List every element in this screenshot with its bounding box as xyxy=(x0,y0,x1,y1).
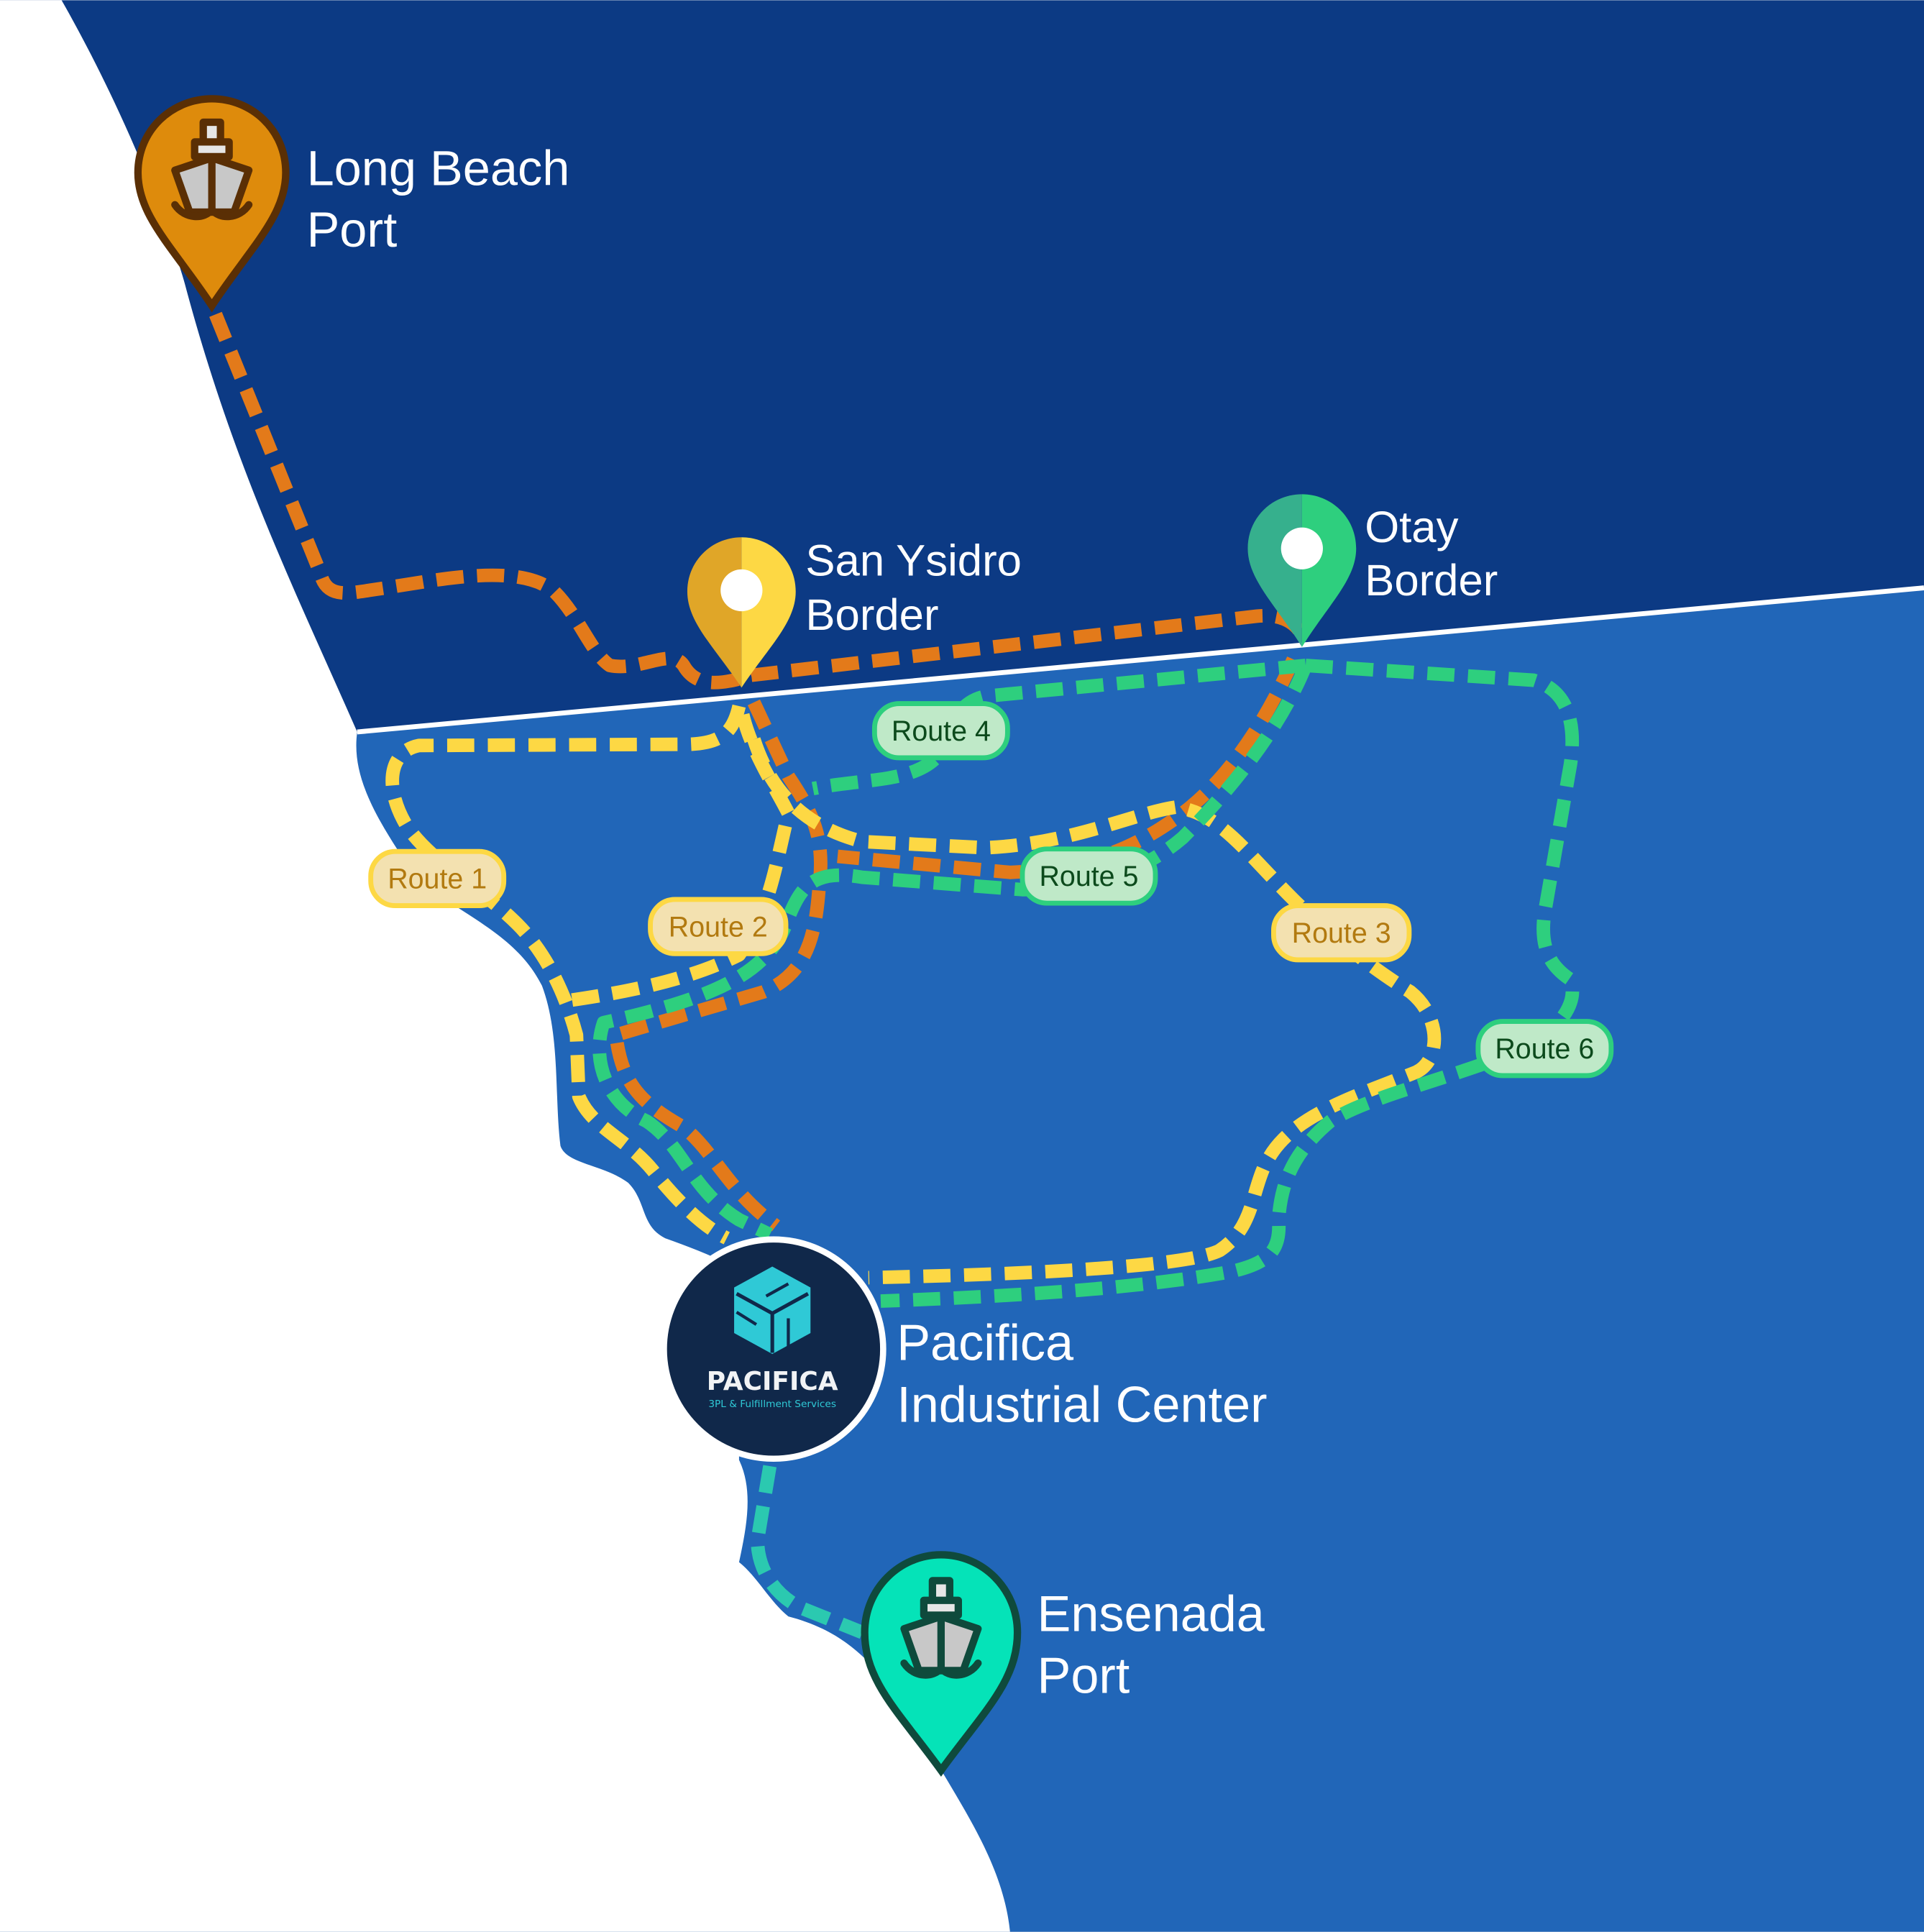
long-beach-pin[interactable] xyxy=(134,95,290,313)
san-ysidro-pin[interactable] xyxy=(687,537,796,688)
logo-name: PACIFICA xyxy=(707,1367,838,1396)
route-label-text: Route 2 xyxy=(669,911,768,943)
ensenada-pin[interactable] xyxy=(861,1551,1022,1777)
border-line xyxy=(357,585,1924,735)
route-label-5[interactable]: Route 5 xyxy=(1020,846,1158,906)
route-6-path xyxy=(880,659,1580,1308)
pacifica-logo[interactable]: PACIFICA 3PL & Fulfillment Services xyxy=(661,1236,887,1462)
ship-icon xyxy=(171,118,253,221)
route-label-text: Route 3 xyxy=(1292,917,1391,949)
san-ysidro-label-2: Border xyxy=(805,590,938,640)
route-3-path xyxy=(747,737,1442,1285)
otay-label: Otay xyxy=(1365,503,1458,552)
long-beach-label-2: Port xyxy=(307,202,398,257)
box-icon xyxy=(734,1266,811,1355)
route-label-4[interactable]: Route 4 xyxy=(871,701,1010,761)
route-1-path xyxy=(385,704,746,1245)
ocean xyxy=(0,0,1010,1932)
long-beach-label: Long Beach xyxy=(307,140,570,196)
route-orange-south xyxy=(609,699,828,1232)
ship-icon xyxy=(900,1577,982,1679)
ensenada-label: Ensenada xyxy=(1037,1585,1265,1642)
route-2-path xyxy=(568,713,795,1007)
san-ysidro-label: San Ysidro xyxy=(805,536,1021,585)
otay-pin[interactable] xyxy=(1247,494,1357,647)
route-label-3[interactable]: Route 3 xyxy=(1271,903,1412,963)
ensenada-label-2: Port xyxy=(1037,1647,1130,1703)
map-pin-icon xyxy=(1247,494,1302,647)
route-5-path xyxy=(592,662,1312,1241)
route-label-2[interactable]: Route 2 xyxy=(648,897,789,956)
pacifica-label-2: Industrial Center xyxy=(897,1375,1267,1432)
pacifica-label: Pacifica xyxy=(897,1314,1074,1371)
route-long-beach-orange xyxy=(209,311,1306,690)
logo-tagline: 3PL & Fulfillment Services xyxy=(708,1398,836,1410)
route-label-text: Route 4 xyxy=(892,715,991,747)
route-label-6[interactable]: Route 6 xyxy=(1475,1019,1614,1079)
otay-label-2: Border xyxy=(1365,556,1498,605)
route-label-text: Route 1 xyxy=(388,864,487,895)
route-label-1[interactable]: Route 1 xyxy=(368,848,507,908)
route-label-text: Route 5 xyxy=(1039,861,1138,892)
route-orange-otay xyxy=(837,656,1300,879)
route-label-text: Route 6 xyxy=(1495,1033,1594,1065)
